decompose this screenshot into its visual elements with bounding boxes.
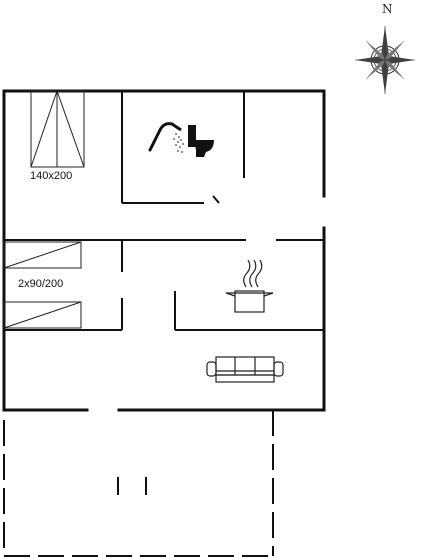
cooking-pot-icon [225,259,274,313]
double-bed-icon [30,90,85,168]
compass-north-label: N [382,2,393,16]
terrace-steps [117,477,147,495]
double-bed-label: 140x200 [30,170,73,182]
single-beds-icon [3,241,82,329]
compass-rose-icon [355,26,415,94]
shower-icon [148,122,184,153]
interior-walls [4,91,324,331]
terrace-outline [3,410,274,557]
single-beds-label: 2x90/200 [18,278,64,290]
sofa-icon [206,356,284,383]
toilet-icon [188,125,214,157]
